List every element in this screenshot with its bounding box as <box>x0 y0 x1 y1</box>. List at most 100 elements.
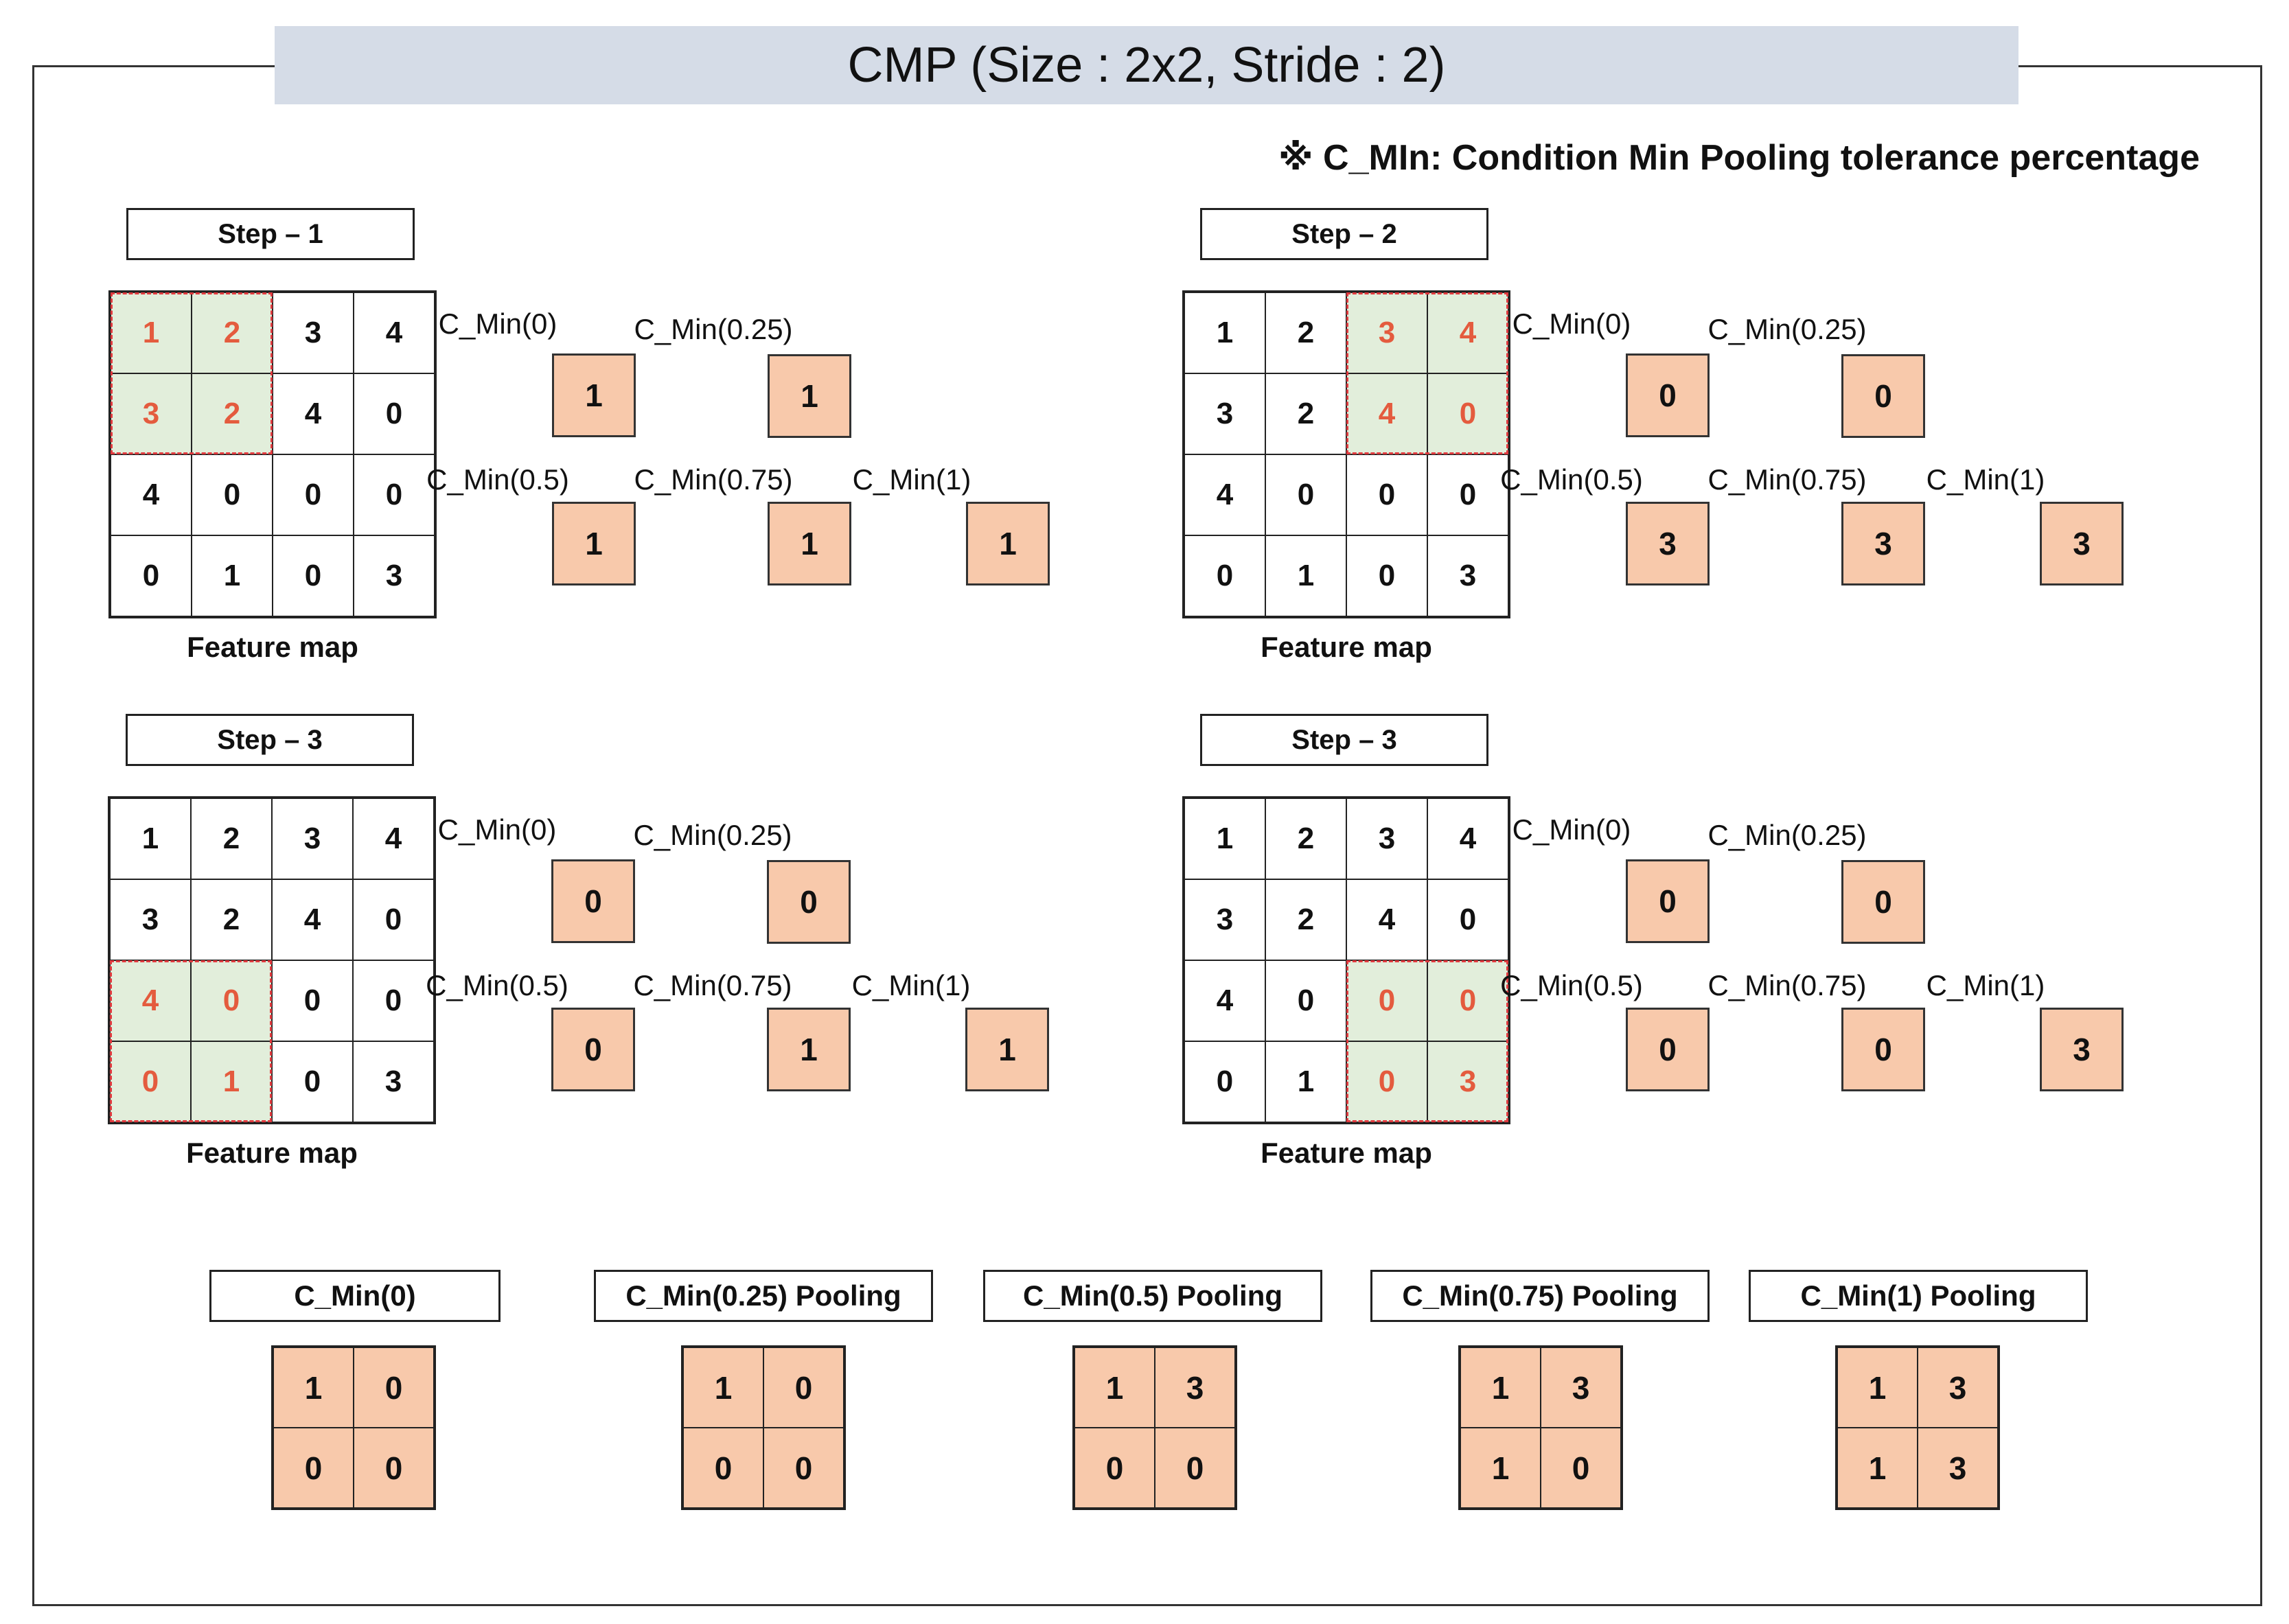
pooling-output-cell: 1 <box>1074 1347 1155 1428</box>
feature-map-cell: 2 <box>191 798 272 879</box>
feature-map-cell: 4 <box>272 879 353 960</box>
feature-map-cell: 0 <box>272 1041 353 1122</box>
pooling-output-cell: 0 <box>763 1428 844 1508</box>
pooling-output-cell: 0 <box>1074 1428 1155 1508</box>
feature-map-cell: 0 <box>1346 454 1427 535</box>
feature-map-cell: 1 <box>192 535 273 616</box>
feature-map-cell: 4 <box>1184 960 1265 1041</box>
cmin-result-box: 0 <box>1626 353 1710 437</box>
pooling-output-label: C_Min(0.75) Pooling <box>1370 1270 1710 1322</box>
cmin-label: C_Min(0.5) <box>426 969 568 1001</box>
cmin-label: C_Min(1) <box>851 969 971 1001</box>
pooling-output-cell: 0 <box>683 1428 763 1508</box>
feature-map-cell: 0 <box>111 535 192 616</box>
feature-map-cell: 0 <box>1346 535 1427 616</box>
cmin-label: C_Min(0.75) <box>1707 463 1867 496</box>
cmin-result-box: 3 <box>1841 502 1925 585</box>
feature-map-caption: Feature map <box>1261 631 1432 663</box>
feature-map-cell: 1 <box>110 798 191 879</box>
feature-map-cell: 3 <box>1346 798 1427 879</box>
pooling-output-label: C_Min(0) <box>209 1270 501 1322</box>
feature-map-cell: 4 <box>1346 879 1427 960</box>
cmin-label: C_Min(0) <box>1512 813 1631 846</box>
feature-map-cell: 1 <box>1265 1041 1346 1122</box>
pooling-output-label: C_Min(0.5) Pooling <box>983 1270 1322 1322</box>
feature-map-cell: 3 <box>273 292 354 373</box>
cmin-result-box: 3 <box>1626 502 1710 585</box>
feature-map-cell: 0 <box>1427 960 1508 1041</box>
feature-map-cell: 2 <box>1265 879 1346 960</box>
step-label: Step – 3 <box>1200 714 1488 766</box>
cmin-label: C_Min(0.5) <box>1500 969 1643 1001</box>
feature-map-cell: 4 <box>273 373 354 454</box>
cmin-label: C_Min(1) <box>1926 969 2045 1001</box>
feature-map-cell: 4 <box>354 292 435 373</box>
cmin-result-box: 0 <box>551 1008 635 1091</box>
feature-map-cell: 0 <box>1427 879 1508 960</box>
step-label: Step – 3 <box>126 714 414 766</box>
pooling-output-cell: 3 <box>1155 1347 1235 1428</box>
feature-map-cell: 4 <box>1346 373 1427 454</box>
cmin-result-box: 0 <box>767 860 851 944</box>
cmin-result-box: 0 <box>1841 354 1925 438</box>
feature-map-cell: 0 <box>1184 1041 1265 1122</box>
pooling-output-cell: 0 <box>354 1347 434 1428</box>
pooling-output-cell: 1 <box>273 1347 354 1428</box>
cmin-label: C_Min(0.75) <box>633 969 792 1001</box>
feature-map-cell: 1 <box>1184 798 1265 879</box>
cmin-result-box: 3 <box>2040 502 2124 585</box>
pooling-output-cell: 0 <box>1155 1428 1235 1508</box>
feature-map-cell: 0 <box>273 454 354 535</box>
pooling-output-cell: 3 <box>1541 1347 1621 1428</box>
feature-map-cell: 2 <box>192 373 273 454</box>
cmin-label: C_Min(0.25) <box>633 819 792 851</box>
pooling-output-cell: 3 <box>1918 1347 1998 1428</box>
cmin-label: C_Min(0) <box>437 813 557 846</box>
feature-map-cell: 0 <box>353 960 434 1041</box>
cmin-result-box: 1 <box>966 502 1050 585</box>
feature-map-cell: 2 <box>191 879 272 960</box>
pooling-output-cell: 0 <box>1541 1428 1621 1508</box>
cmin-result-box: 0 <box>1841 1008 1925 1091</box>
pooling-output-cell: 1 <box>1460 1428 1541 1508</box>
cmin-label: C_Min(0) <box>1512 308 1631 340</box>
pooling-output-cell: 1 <box>1837 1347 1918 1428</box>
cmin-result-box: 1 <box>965 1008 1049 1091</box>
feature-map-cell: 3 <box>1427 535 1508 616</box>
legend-note: ※ C_MIn: Condition Min Pooling tolerance… <box>1278 138 2200 178</box>
feature-map-cell: 1 <box>1184 292 1265 373</box>
feature-map-cell: 1 <box>191 1041 272 1122</box>
feature-map-cell: 2 <box>1265 292 1346 373</box>
cmin-label: C_Min(0.75) <box>634 463 793 496</box>
feature-map-cell: 4 <box>111 454 192 535</box>
pooling-output-cell: 1 <box>683 1347 763 1428</box>
step-label: Step – 2 <box>1200 208 1488 260</box>
feature-map-cell: 0 <box>273 535 354 616</box>
cmin-label: C_Min(0.25) <box>634 313 793 345</box>
cmin-label: C_Min(0) <box>438 308 557 340</box>
feature-map-cell: 0 <box>191 960 272 1041</box>
pooling-output-cell: 1 <box>1460 1347 1541 1428</box>
feature-map-cell: 0 <box>1427 454 1508 535</box>
feature-map-cell: 3 <box>1346 292 1427 373</box>
cmin-result-box: 0 <box>1626 859 1710 943</box>
feature-map-cell: 0 <box>354 373 435 454</box>
cmin-label: C_Min(0.75) <box>1707 969 1867 1001</box>
feature-map-cell: 4 <box>1427 292 1508 373</box>
cmin-label: C_Min(0.5) <box>426 463 569 496</box>
pooling-output-cell: 0 <box>273 1428 354 1508</box>
pooling-output-label: C_Min(1) Pooling <box>1749 1270 2088 1322</box>
feature-map-caption: Feature map <box>186 1137 358 1169</box>
feature-map-cell: 4 <box>1427 798 1508 879</box>
feature-map-cell: 0 <box>1346 1041 1427 1122</box>
pooling-output-label: C_Min(0.25) Pooling <box>594 1270 933 1322</box>
feature-map-cell: 3 <box>1184 373 1265 454</box>
pooling-output-cell: 0 <box>763 1347 844 1428</box>
feature-map-cell: 2 <box>192 292 273 373</box>
cmin-label: C_Min(0.25) <box>1707 819 1867 851</box>
